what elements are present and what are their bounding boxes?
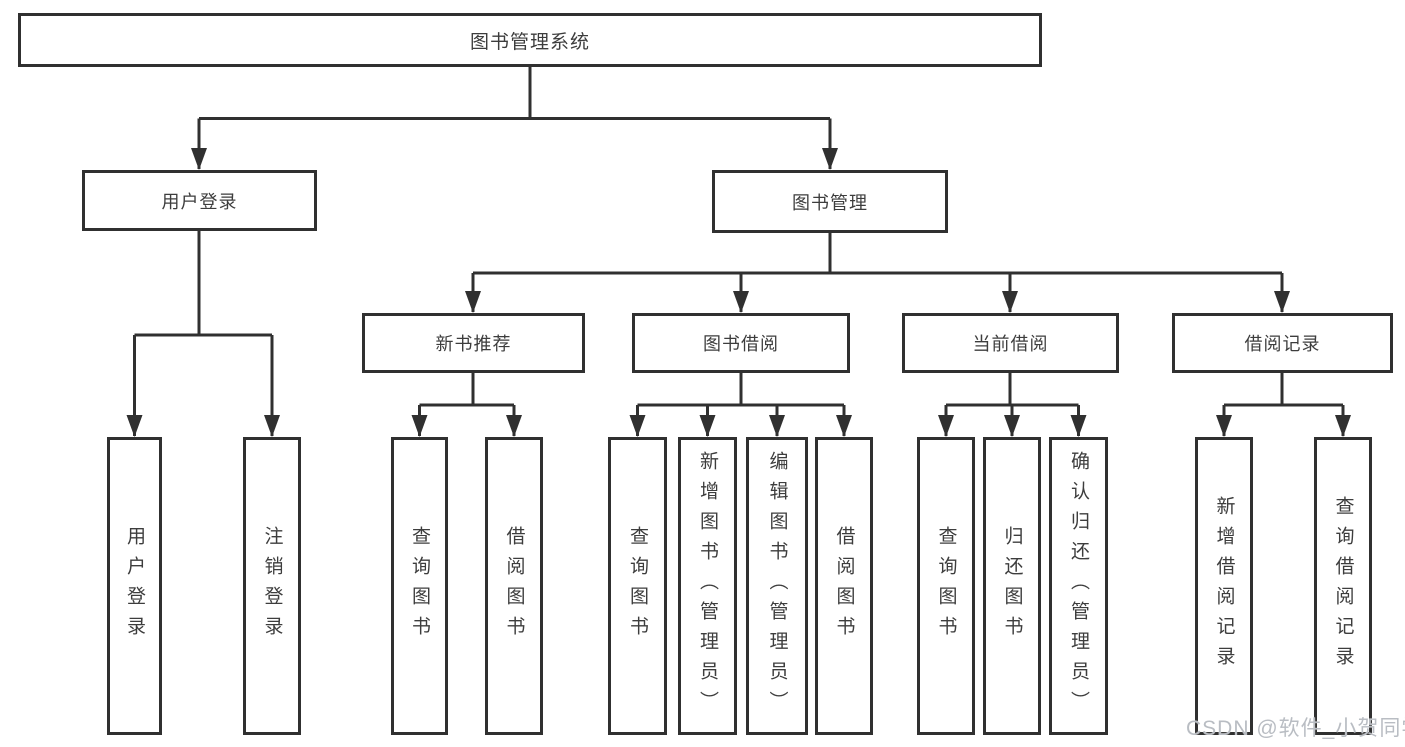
leaf-add-book-admin: 新增图书（管理员） (678, 437, 737, 735)
leaf-edit-book-admin: 编辑图书（管理员） (746, 437, 808, 735)
node-borrow-records: 借阅记录 (1172, 313, 1393, 373)
csdn-watermark: CSDN @软件_小贺同学 (1186, 717, 1405, 740)
leaf-query-books-recommend: 查询图书 (391, 437, 448, 735)
node-user-login: 用户登录 (82, 170, 317, 231)
leaf-logout: 注销登录 (243, 437, 301, 735)
leaf-query-books-current: 查询图书 (917, 437, 975, 735)
node-new-book-recommend: 新书推荐 (362, 313, 585, 373)
node-current-borrow: 当前借阅 (902, 313, 1119, 373)
node-library-management-system: 图书管理系统 (18, 13, 1042, 67)
leaf-borrow-books-recommend: 借阅图书 (485, 437, 543, 735)
leaf-add-borrow-record: 新增借阅记录 (1195, 437, 1253, 735)
leaf-query-books-borrow: 查询图书 (608, 437, 667, 735)
leaf-borrow-books: 借阅图书 (815, 437, 873, 735)
node-book-management: 图书管理 (712, 170, 948, 233)
leaf-user-login: 用户登录 (107, 437, 162, 735)
leaf-query-borrow-record: 查询借阅记录 (1314, 437, 1372, 735)
leaf-confirm-return-admin: 确认归还（管理员） (1049, 437, 1108, 735)
leaf-return-books: 归还图书 (983, 437, 1041, 735)
node-book-borrow: 图书借阅 (632, 313, 850, 373)
